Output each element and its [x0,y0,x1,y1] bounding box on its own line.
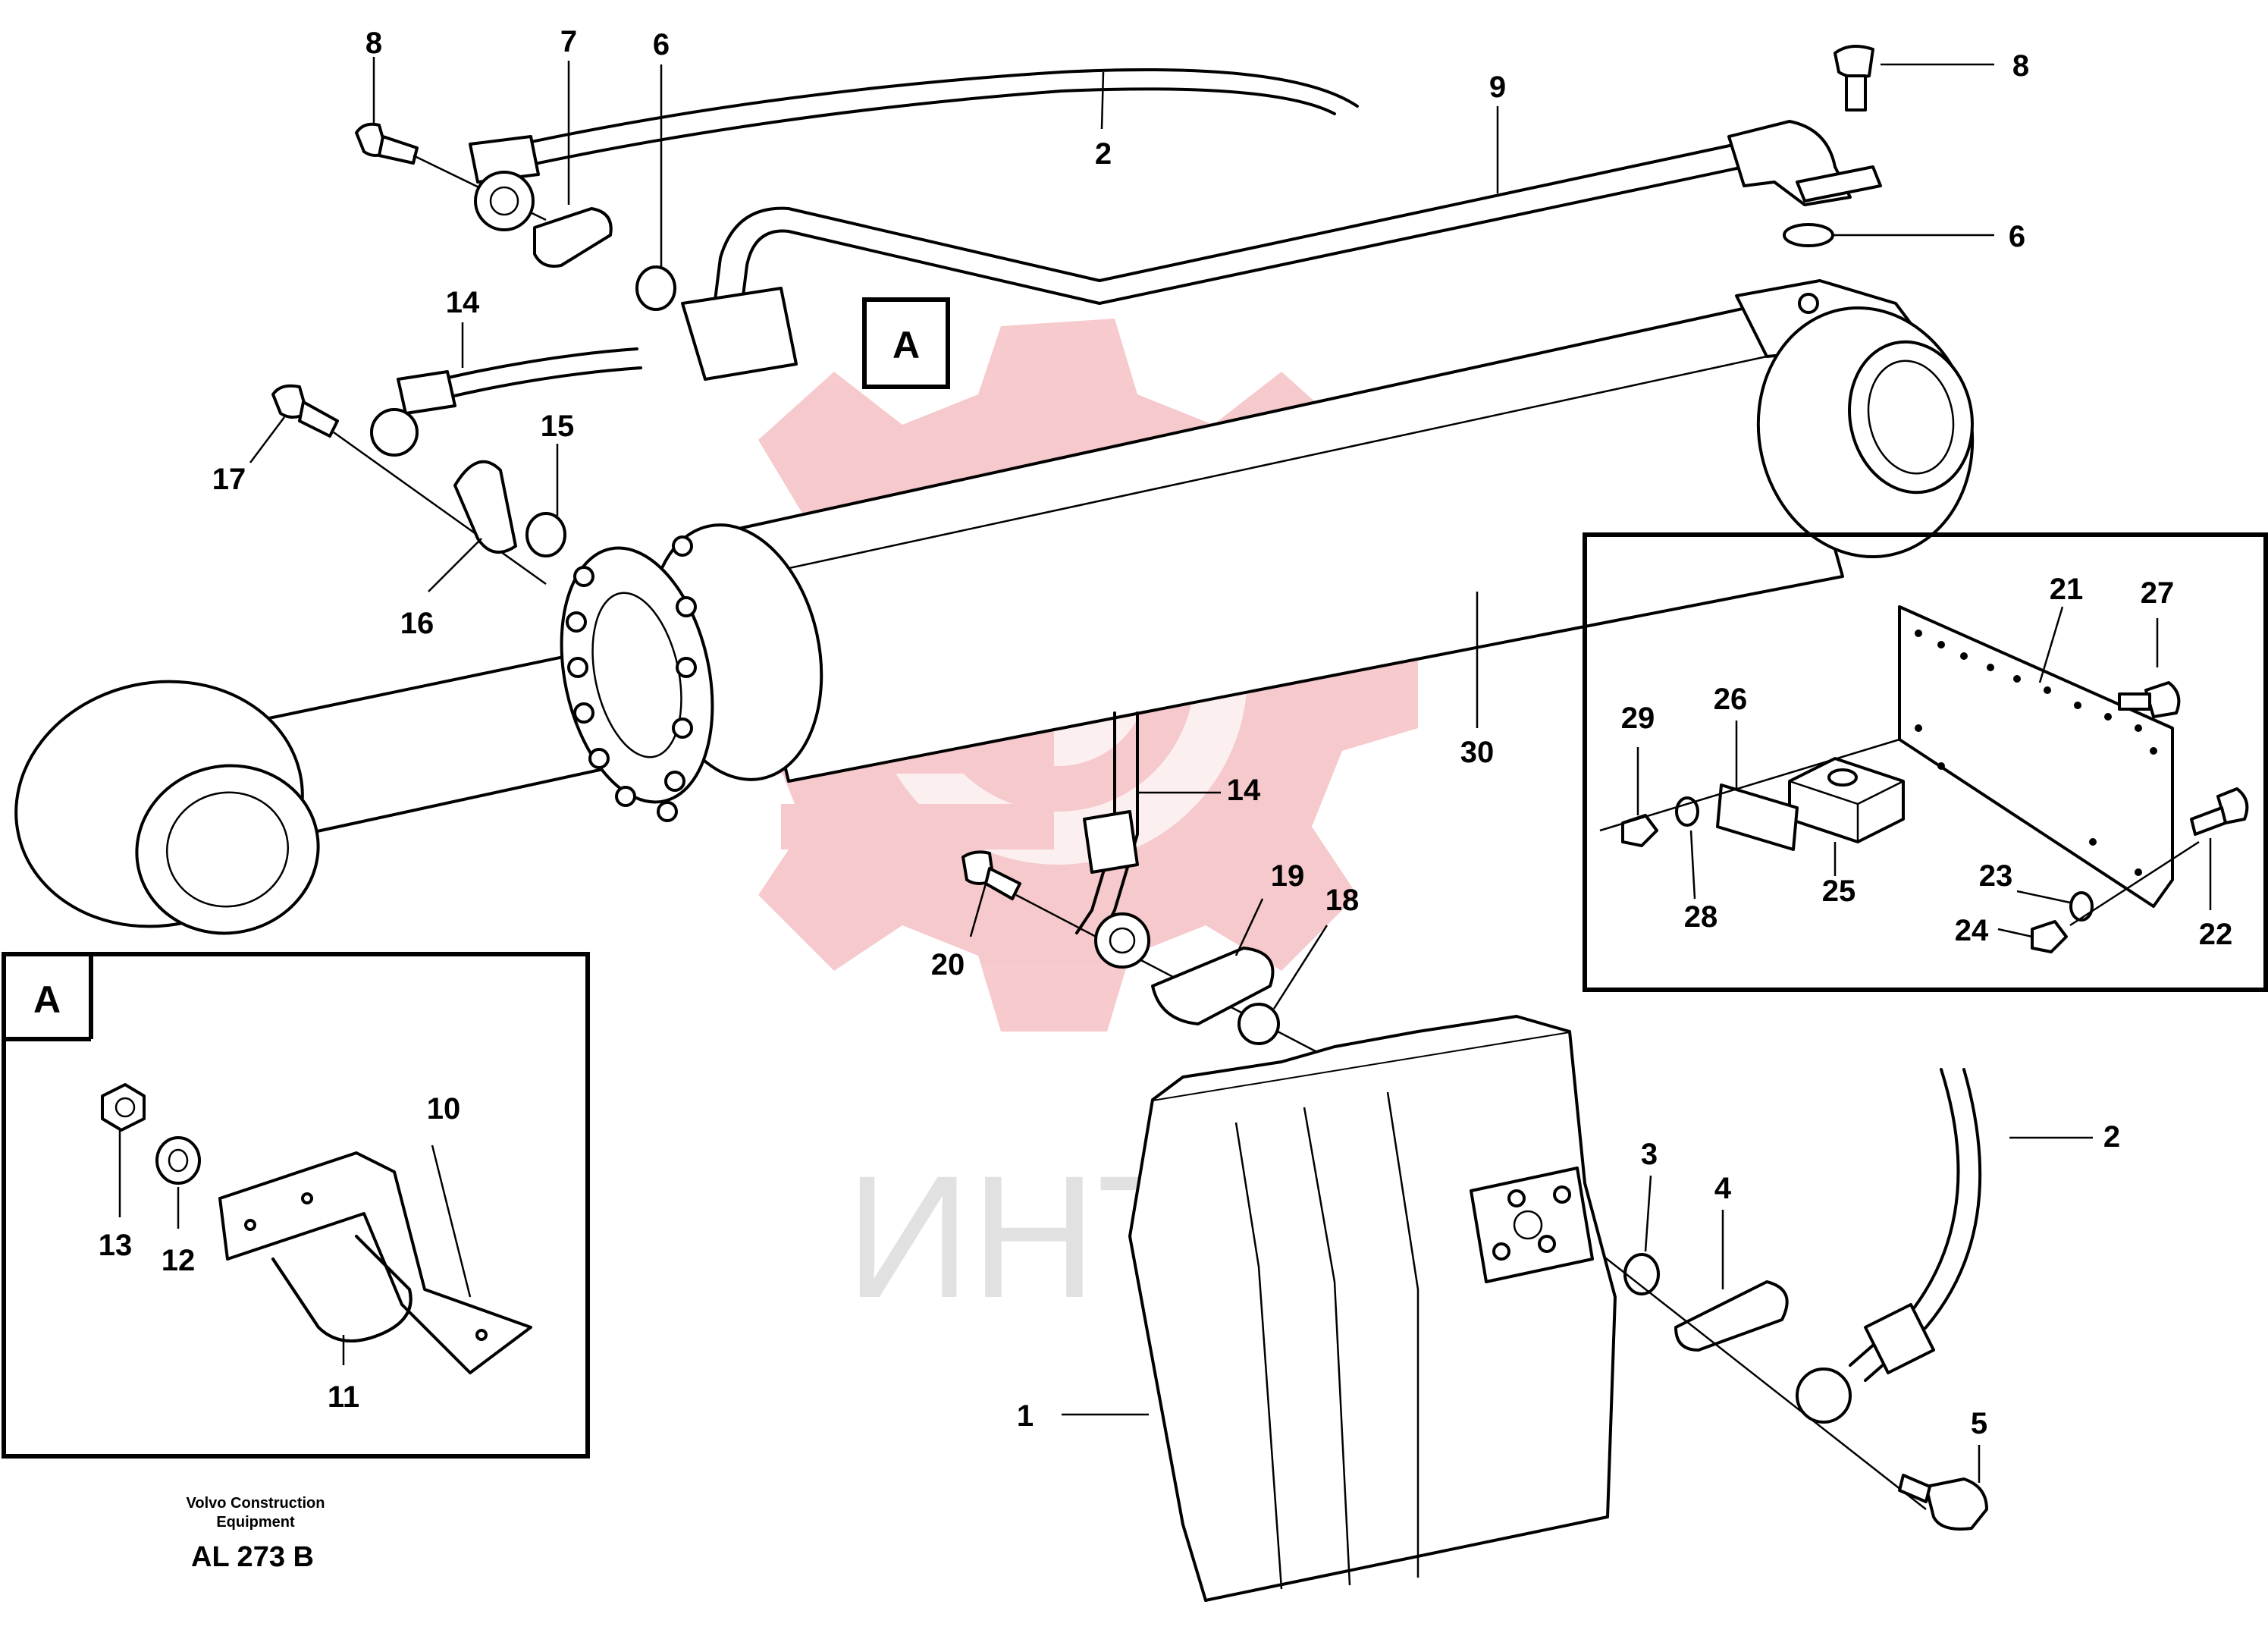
callout-16: 16 [400,607,434,640]
hose-14-upper [397,347,642,415]
callout-13: 13 [99,1229,133,1262]
manufacturer-line-1: Volvo Construction [187,1495,325,1512]
callout-20: 20 [931,948,965,981]
callout-15: 15 [541,410,575,443]
callout-14a: 14 [446,286,480,319]
callout-3: 3 [1641,1138,1658,1171]
callout-29: 29 [1621,702,1655,735]
callout-8a: 8 [365,27,382,60]
detail-marker-a-label: A [892,324,920,366]
callout-21: 21 [2050,573,2084,606]
inset-a-label: A [33,978,61,1021]
callout-19: 19 [1271,859,1305,893]
manufacturer-line-2: Equipment [216,1514,295,1531]
callout-8b: 8 [2012,49,2029,83]
hydraulic-cylinder [14,279,1975,935]
callout-23: 23 [1979,859,2013,893]
callout-28: 28 [1684,900,1718,934]
hardware-upper-left [271,45,1874,586]
hardware-valve-side [961,850,1988,1531]
drawing-code: AL 273 B [191,1541,314,1573]
callout-30: 30 [1460,736,1495,769]
callout-27: 27 [2141,576,2175,610]
callout-2b: 2 [2103,1120,2120,1154]
inset-a-pipe-clamp: A [2,952,590,1459]
callouts: 8 7 6 2 9 8 6 14 15 17 16 30 14 19 18 20… [99,25,2233,1440]
callout-25: 25 [1822,875,1856,908]
callout-11: 11 [328,1380,359,1414]
callout-17: 17 [212,463,246,496]
control-valve [1128,1015,1617,1602]
hose-2-lower [1849,1068,1982,1382]
hose-2-upper [469,68,1359,184]
callout-26: 26 [1714,683,1748,716]
pipe-9 [681,120,1882,381]
callout-5: 5 [1971,1407,1987,1440]
callout-1: 1 [1017,1399,1034,1433]
footer: Volvo Construction Equipment AL 273 B [187,1495,325,1573]
gland-bolts [566,535,697,822]
callout-4: 4 [1714,1172,1732,1205]
leader-lines [118,57,2212,1483]
callout-6a: 6 [653,28,670,61]
callout-7: 7 [560,25,577,58]
callout-12: 12 [162,1244,196,1277]
callout-14b: 14 [1227,774,1261,807]
callout-10: 10 [427,1092,461,1126]
callout-9: 9 [1489,71,1506,104]
callout-6b: 6 [2009,220,2025,253]
inset-bracket-mounting [1583,532,2268,992]
callout-24: 24 [1955,914,1989,947]
callout-22: 22 [2199,918,2233,951]
callout-18: 18 [1325,884,1360,917]
callout-2a: 2 [1095,137,1112,171]
detail-marker-a: A [862,297,950,389]
